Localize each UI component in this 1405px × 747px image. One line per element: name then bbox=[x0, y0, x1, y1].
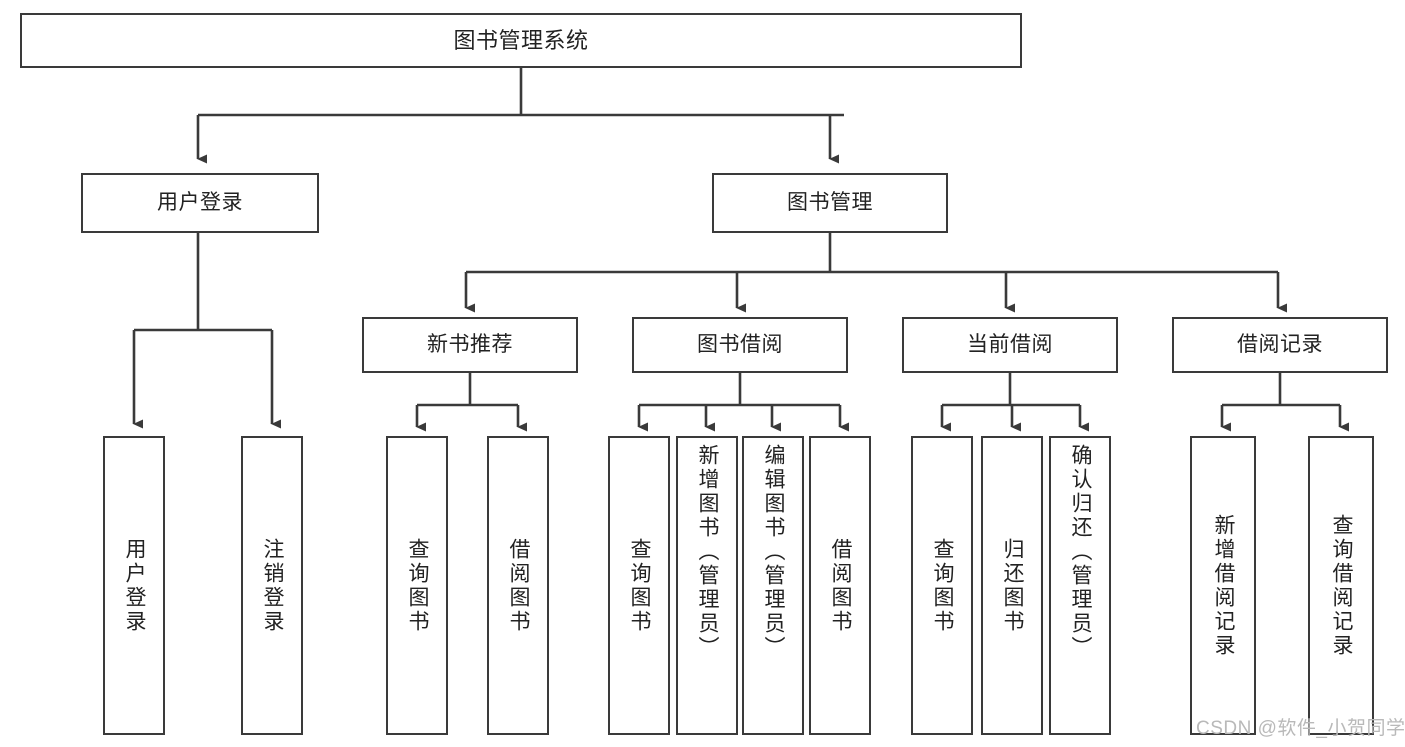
node-label: 查询图书 bbox=[931, 537, 955, 634]
leaf-borrow-book-2[interactable]: 借阅图书 bbox=[809, 436, 871, 735]
leaf-query-book-2[interactable]: 查询图书 bbox=[608, 436, 670, 735]
leaf-query-book-1[interactable]: 查询图书 bbox=[386, 436, 448, 735]
node-label: 借阅记录 bbox=[1237, 332, 1323, 356]
node-book-manage[interactable]: 图书管理 bbox=[712, 173, 948, 233]
node-label: 查询图书 bbox=[406, 537, 430, 634]
node-label: 查询借阅记录 bbox=[1330, 513, 1354, 658]
node-label: 新增借阅记录 bbox=[1212, 513, 1236, 658]
node-label: 图书管理 bbox=[787, 190, 873, 214]
leaf-user-login[interactable]: 用户登录 bbox=[103, 436, 165, 735]
node-label: 图书管理系统 bbox=[453, 27, 589, 53]
node-current-borrow[interactable]: 当前借阅 bbox=[902, 317, 1118, 373]
node-label: 归还图书 bbox=[1001, 537, 1025, 634]
leaf-query-book-3[interactable]: 查询图书 bbox=[911, 436, 973, 735]
leaf-edit-book-admin[interactable]: 编辑图书（管理员） bbox=[742, 436, 804, 735]
node-label: 查询图书 bbox=[628, 537, 652, 634]
node-label: 编辑图书（管理员） bbox=[762, 444, 786, 660]
node-root-system[interactable]: 图书管理系统 bbox=[20, 13, 1022, 68]
leaf-query-borrow-record[interactable]: 查询借阅记录 bbox=[1308, 436, 1374, 735]
node-label: 借阅图书 bbox=[829, 537, 853, 634]
leaf-borrow-book-1[interactable]: 借阅图书 bbox=[487, 436, 549, 735]
node-label: 注销登录 bbox=[261, 537, 285, 634]
node-user-login[interactable]: 用户登录 bbox=[81, 173, 319, 233]
leaf-confirm-return-admin[interactable]: 确认归还（管理员） bbox=[1049, 436, 1111, 735]
node-label: 确认归还（管理员） bbox=[1069, 444, 1093, 660]
node-label: 用户登录 bbox=[123, 537, 147, 634]
node-new-book-recommend[interactable]: 新书推荐 bbox=[362, 317, 578, 373]
node-label: 新书推荐 bbox=[427, 332, 513, 356]
node-book-borrow[interactable]: 图书借阅 bbox=[632, 317, 848, 373]
node-label: 图书借阅 bbox=[697, 332, 783, 356]
leaf-add-book-admin[interactable]: 新增图书（管理员） bbox=[676, 436, 738, 735]
csdn-watermark: CSDN @软件_小贺同学 bbox=[1196, 718, 1405, 739]
leaf-return-book[interactable]: 归还图书 bbox=[981, 436, 1043, 735]
node-label: 用户登录 bbox=[157, 190, 243, 214]
leaf-add-borrow-record[interactable]: 新增借阅记录 bbox=[1190, 436, 1256, 735]
node-label: 当前借阅 bbox=[967, 332, 1053, 356]
node-label: 新增图书（管理员） bbox=[696, 444, 720, 660]
node-borrow-record[interactable]: 借阅记录 bbox=[1172, 317, 1388, 373]
leaf-logout[interactable]: 注销登录 bbox=[241, 436, 303, 735]
node-label: 借阅图书 bbox=[507, 537, 531, 634]
